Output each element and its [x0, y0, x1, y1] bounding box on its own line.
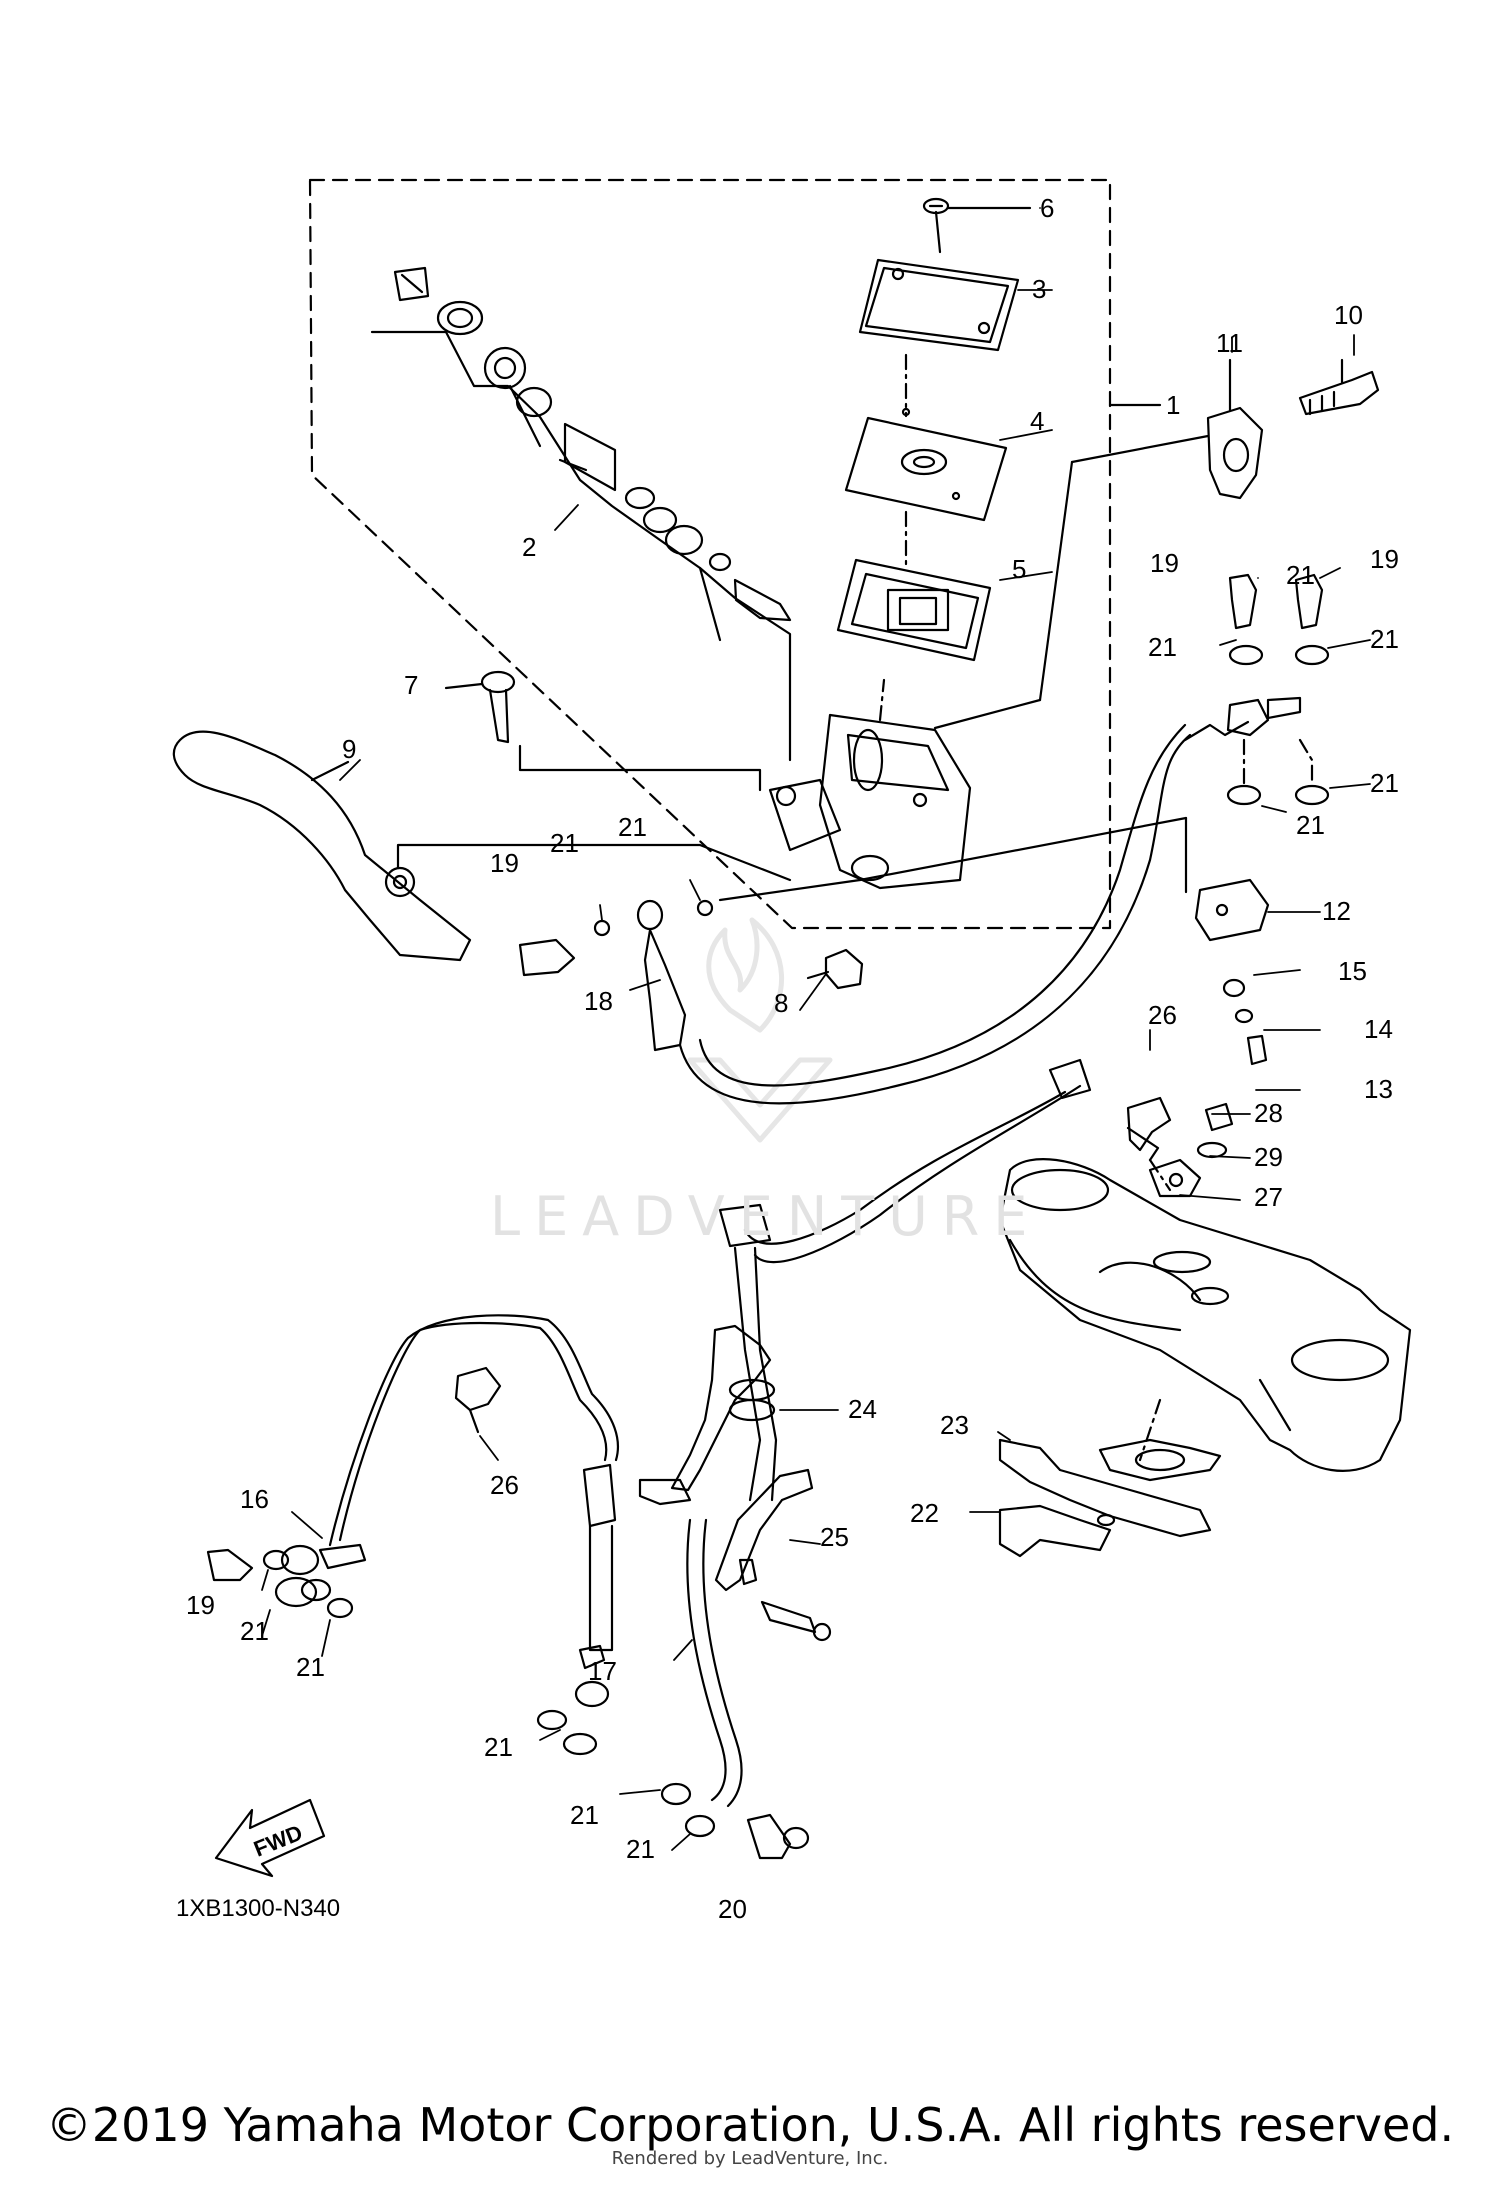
hose-mid [718, 1058, 1092, 1502]
reservoir-screw [922, 197, 1032, 254]
brake-hose-17 [536, 1518, 810, 1860]
callout-11: 11 [1216, 328, 1243, 358]
callout-16: 16 [240, 1484, 269, 1514]
callout-19-d: 19 [186, 1590, 215, 1620]
callout-2: 2 [522, 532, 536, 562]
callout-25: 25 [820, 1522, 849, 1552]
callout-21-a: 21 [1148, 632, 1177, 662]
callout-21-f: 21 [618, 812, 647, 842]
callout-1: 1 [1166, 390, 1180, 420]
callout-21-l: 21 [1286, 560, 1315, 590]
callout-10: 10 [1334, 300, 1363, 330]
hose-bracket-24 [638, 1324, 776, 1506]
callout-4: 4 [1030, 406, 1044, 436]
callout-24: 24 [848, 1394, 877, 1424]
callout-21-e: 21 [550, 828, 579, 858]
lower-bracket [998, 1158, 1412, 1472]
watermark-logo [687, 917, 833, 1143]
callout-labels: 1 2 3 4 5 6 7 8 9 10 11 12 13 14 15 16 1… [186, 193, 1399, 1924]
callout-21-b: 21 [1370, 624, 1399, 654]
callout-12: 12 [1322, 896, 1351, 926]
callout-19-a: 19 [1150, 548, 1179, 578]
callout-17: 17 [588, 1656, 617, 1686]
callout-29: 29 [1254, 1142, 1283, 1172]
brake-lever [172, 730, 792, 962]
brake-hose-upper [518, 720, 1250, 1105]
rendered-by-notice: Rendered by LeadVenture, Inc. [611, 2148, 889, 2169]
callout-21-d: 21 [1296, 810, 1325, 840]
callout-21-i: 21 [484, 1732, 513, 1762]
callout-14: 14 [1364, 1014, 1393, 1044]
callout-28: 28 [1254, 1098, 1283, 1128]
watermark-text: LEADVENTURE [490, 1185, 1041, 1248]
callout-26-b: 26 [490, 1470, 519, 1500]
banjo-bolt-set-right [1226, 573, 1330, 806]
callout-8: 8 [774, 988, 788, 1018]
callout-21-k: 21 [626, 1834, 655, 1864]
callout-21-h: 21 [296, 1652, 325, 1682]
callout-23: 23 [940, 1410, 969, 1440]
master-cylinder-body [768, 678, 972, 890]
brake-hose-16 [274, 1314, 620, 1708]
callout-19-c: 19 [490, 848, 519, 878]
callout-3: 3 [1032, 274, 1046, 304]
handlebar-clamp [933, 358, 1380, 730]
callout-22: 22 [910, 1498, 939, 1528]
callout-21-j: 21 [570, 1800, 599, 1830]
clamp-26-lower [454, 1366, 502, 1434]
bracket-22 [998, 1504, 1116, 1558]
callout-18: 18 [584, 986, 613, 1016]
hose-guide-27 [1148, 1102, 1234, 1198]
brake-switch [1184, 816, 1270, 1066]
bracket-23 [998, 1438, 1222, 1538]
leader-lines [261, 207, 1371, 1851]
bracket-25 [714, 1468, 832, 1642]
callout-27: 27 [1254, 1182, 1283, 1212]
diaphragm [836, 510, 992, 662]
callout-26-a: 26 [1148, 1000, 1177, 1030]
clamp-26-upper [1126, 1096, 1172, 1192]
callout-15: 15 [1338, 956, 1367, 986]
copyright-notice: ©2019 Yamaha Motor Corporation, U.S.A. A… [45, 2098, 1455, 2152]
callout-19-b: 19 [1370, 544, 1399, 574]
reservoir-cap [858, 258, 1020, 352]
callout-21-c: 21 [1370, 768, 1399, 798]
fwd-label: FWD [250, 1820, 306, 1862]
pivot-bolt [444, 670, 762, 792]
callout-5: 5 [1012, 554, 1026, 584]
callout-9: 9 [342, 734, 356, 764]
banjo-bolt-lower-left [206, 1548, 354, 1619]
callout-6: 6 [1040, 193, 1054, 223]
callout-21-g: 21 [240, 1616, 269, 1646]
diaphragm-plate [844, 353, 1008, 522]
callout-7: 7 [404, 670, 418, 700]
lever-nut [806, 948, 864, 990]
parts-diagram: LEADVENTURE 1 2 3 4 5 6 7 8 9 10 11 12 1… [172, 178, 1412, 1924]
callout-20: 20 [718, 1894, 747, 1924]
callout-13: 13 [1364, 1074, 1393, 1104]
fwd-arrow [214, 1798, 326, 1878]
diagram-code: 1XB1300-N340 [176, 1895, 340, 1922]
piston-kit [370, 266, 792, 762]
assembly-boundary [308, 178, 1112, 930]
